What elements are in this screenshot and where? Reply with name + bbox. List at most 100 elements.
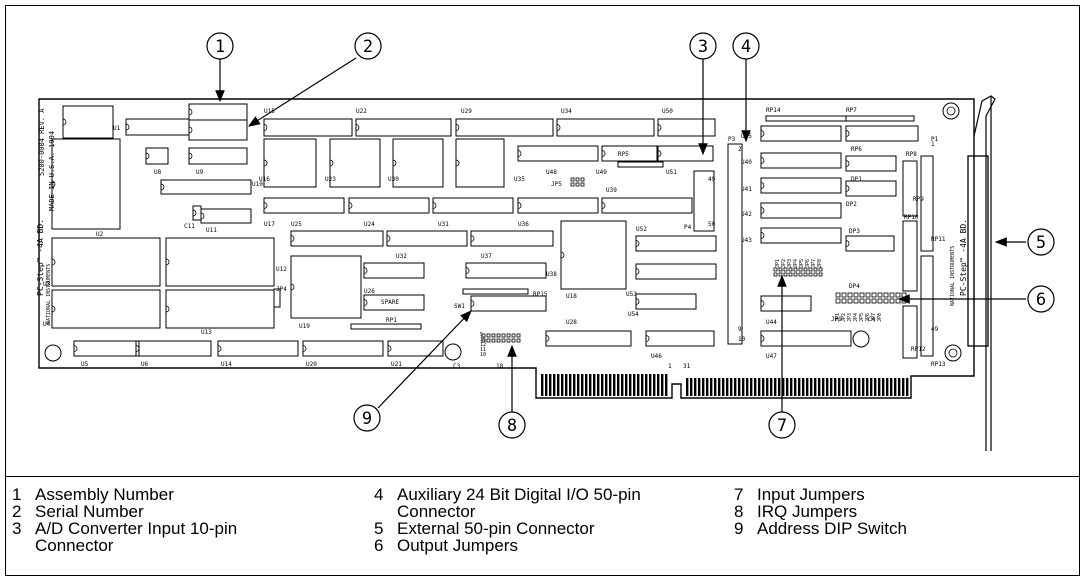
callout-circle	[206, 32, 234, 60]
chip	[165, 237, 275, 287]
chip-label: U51	[666, 169, 677, 176]
edge-finger	[870, 378, 873, 396]
capacitor-c4	[852, 330, 870, 348]
chip-label: U44	[766, 319, 777, 326]
legend-number: 1	[12, 485, 22, 504]
edge-finger	[589, 374, 592, 396]
irq-jumper-pin	[501, 338, 506, 343]
edge-finger	[545, 374, 548, 396]
chip-notch	[329, 159, 334, 167]
chip-label: U14	[221, 361, 232, 368]
edge-finger	[898, 378, 901, 396]
edge-finger	[862, 378, 865, 396]
chip-label: U45	[741, 133, 752, 140]
chip-label: U19	[299, 323, 310, 330]
edge-label: 31	[683, 363, 691, 370]
jumper-pin	[575, 177, 580, 182]
chip-notch	[363, 267, 368, 274]
component	[765, 115, 847, 122]
chip	[290, 230, 384, 247]
chip-label: U53	[626, 291, 637, 298]
chip-notch	[145, 152, 150, 160]
input-jumper-pin	[793, 272, 798, 277]
chip-notch	[160, 183, 165, 191]
chip-notch	[635, 268, 640, 275]
edge-finger	[878, 378, 881, 396]
irq-label: 5	[480, 332, 483, 338]
chip-label: U4	[43, 321, 51, 328]
chip-label: U50	[662, 108, 673, 115]
chip	[517, 197, 599, 214]
chip	[635, 293, 697, 310]
component	[902, 220, 918, 292]
output-jumper-pin	[895, 292, 901, 298]
chip	[62, 105, 114, 139]
chip-notch	[263, 202, 268, 209]
irq-jumper-pin	[516, 333, 521, 338]
edge-finger	[810, 378, 813, 396]
chip-notch	[645, 335, 650, 342]
chip	[470, 230, 554, 247]
edge-finger	[686, 378, 689, 396]
chip-label: U24	[364, 221, 375, 228]
edge-finger	[649, 374, 652, 396]
input-jumper-pin	[783, 272, 788, 277]
input-jumper-pin	[813, 267, 818, 272]
jumper-pin	[580, 177, 585, 182]
callout-leader	[377, 310, 472, 409]
chip	[601, 197, 693, 214]
chip	[329, 138, 381, 188]
chip-notch	[760, 335, 765, 342]
chip	[165, 289, 275, 329]
output-jumper-pin	[841, 298, 847, 304]
chip	[760, 202, 842, 219]
edge-finger	[541, 374, 544, 396]
component-label: P3	[728, 136, 736, 143]
chip-notch	[560, 251, 565, 259]
chip-notch	[601, 150, 606, 157]
edge-finger	[890, 378, 893, 396]
chip	[760, 152, 842, 169]
chip-notch	[657, 124, 662, 131]
edge-finger	[661, 374, 664, 396]
chip-notch	[845, 130, 850, 137]
jumper-pin	[570, 177, 575, 182]
callout-number: 4	[741, 37, 751, 57]
output-jumper-pin	[901, 292, 907, 298]
edge-finger	[790, 378, 793, 396]
chip	[73, 340, 140, 357]
chip-notch	[348, 202, 353, 209]
chip	[760, 330, 852, 347]
edge-finger	[902, 378, 905, 396]
irq-label: 10	[480, 352, 486, 358]
edge-finger	[694, 378, 697, 396]
irq-jumper-pin	[486, 333, 491, 338]
chip	[263, 118, 353, 137]
chip-notch	[601, 202, 606, 209]
output-jumper-pin	[847, 292, 853, 298]
output-jumper-pin	[883, 298, 889, 304]
edge-finger	[846, 378, 849, 396]
component-label: RP5	[618, 151, 629, 158]
chip	[51, 289, 161, 329]
chip	[657, 145, 714, 162]
chip-notch	[355, 124, 360, 131]
chip-notch	[386, 235, 391, 242]
chip-notch	[135, 345, 140, 352]
chip-notch	[760, 207, 765, 214]
callout-circle	[768, 411, 796, 439]
chip	[635, 263, 717, 280]
output-jumper-pin	[871, 298, 877, 304]
component	[727, 143, 743, 345]
chip-notch	[432, 202, 437, 209]
chip	[392, 138, 444, 188]
callout-number: 9	[362, 409, 372, 429]
callout-number: 6	[1036, 290, 1046, 310]
chip	[355, 118, 452, 137]
edge-finger	[774, 378, 777, 396]
chip-label: U32	[396, 253, 407, 260]
